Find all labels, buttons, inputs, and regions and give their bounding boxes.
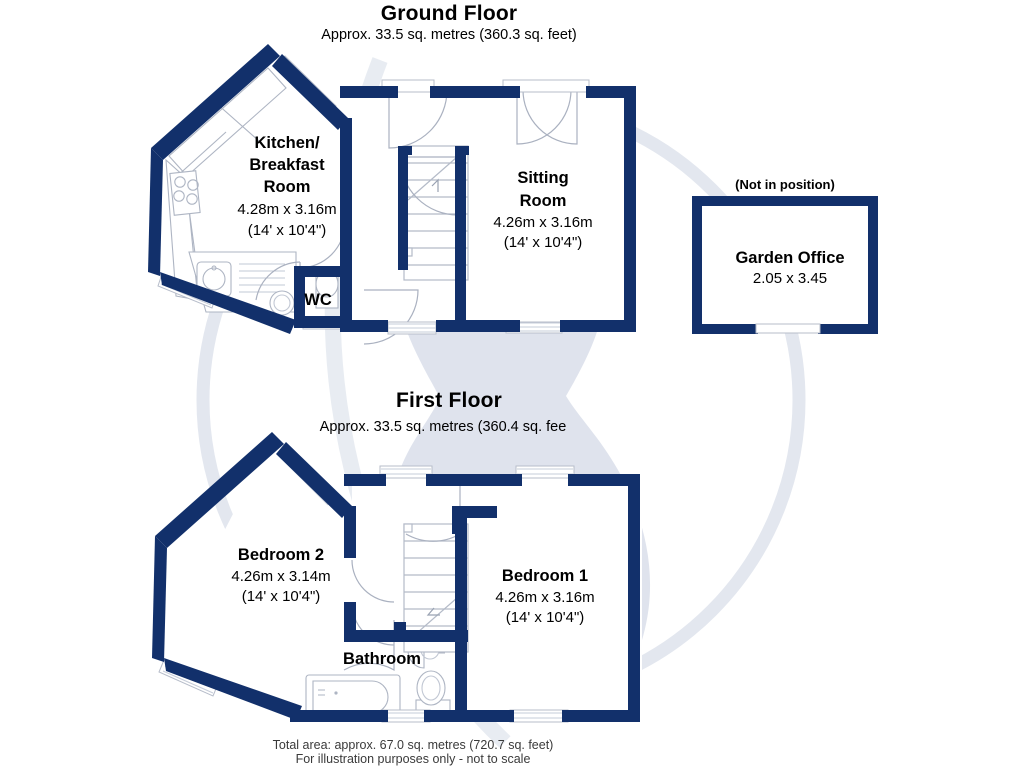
sitting-room-dim-imperial: (14' x 10'4") [504, 234, 583, 251]
ground-floor-group: Ground Floor Approx. 33.5 sq. metres (36… [148, 2, 636, 345]
first-floor-subtitle: Approx. 33.5 sq. metres (360.4 sq. fee [320, 419, 567, 435]
total-area-text: Total area: approx. 67.0 sq. metres (720… [273, 738, 554, 752]
kitchen-dim-metric: 4.28m x 3.16m [237, 201, 336, 218]
garden-office-group: (Not in position) Garden Office 2.05 x 3… [692, 177, 878, 334]
sitting-room-label-line1: Sitting [517, 169, 568, 187]
first-floor-group: First Floor Approx. 33.5 sq. metres (360… [152, 389, 642, 723]
bedroom-2-dim-imperial: (14' x 10'4") [242, 588, 321, 605]
kitchen-label-line2: Breakfast [249, 156, 325, 174]
garden-office-label: Garden Office [735, 249, 844, 267]
footer-group: Total area: approx. 67.0 sq. metres (720… [273, 738, 554, 766]
ground-floor-subtitle: Approx. 33.5 sq. metres (360.3 sq. feet) [321, 27, 577, 43]
drainer-icon [239, 263, 285, 293]
bedroom-1-dim-imperial: (14' x 10'4") [506, 609, 585, 626]
disclaimer-text: For illustration purposes only - not to … [296, 752, 531, 766]
sink-icon [196, 261, 232, 301]
bathroom-label: Bathroom [343, 650, 421, 668]
bathtub-icon [305, 674, 401, 720]
garden-office-note: (Not in position) [735, 177, 835, 192]
bedroom-1-dim-metric: 4.26m x 3.16m [495, 589, 594, 606]
first-floor-title: First Floor [396, 389, 502, 412]
bedroom-1-label: Bedroom 1 [502, 567, 588, 585]
sitting-room-label-line2: Room [520, 192, 567, 210]
ground-floor-labels: Kitchen/ Breakfast Room 4.28m x 3.16m (1… [237, 134, 592, 309]
kitchen-label-line3: Room [264, 178, 311, 196]
hob-icon [169, 170, 201, 216]
first-floor-walls [152, 432, 640, 722]
sitting-room-dim-metric: 4.26m x 3.16m [493, 214, 592, 231]
bedroom-2-label: Bedroom 2 [238, 546, 324, 564]
kitchen-dim-imperial: (14' x 10'4") [248, 222, 327, 239]
first-floor-labels: Bedroom 2 4.26m x 3.14m (14' x 10'4") Be… [231, 546, 594, 668]
bedroom-2-dim-metric: 4.26m x 3.14m [231, 568, 330, 585]
garden-office-walls [692, 196, 878, 334]
garden-office-dim: 2.05 x 3.45 [753, 270, 827, 287]
wc-label: WC [304, 291, 332, 309]
ground-floor-title: Ground Floor [381, 2, 518, 25]
basin-icon [269, 290, 295, 316]
kitchen-label-line1: Kitchen/ [254, 134, 320, 152]
garden-office-door-opening [755, 323, 821, 334]
ground-floor-walls [148, 44, 636, 334]
wc-fixtures [269, 269, 339, 316]
